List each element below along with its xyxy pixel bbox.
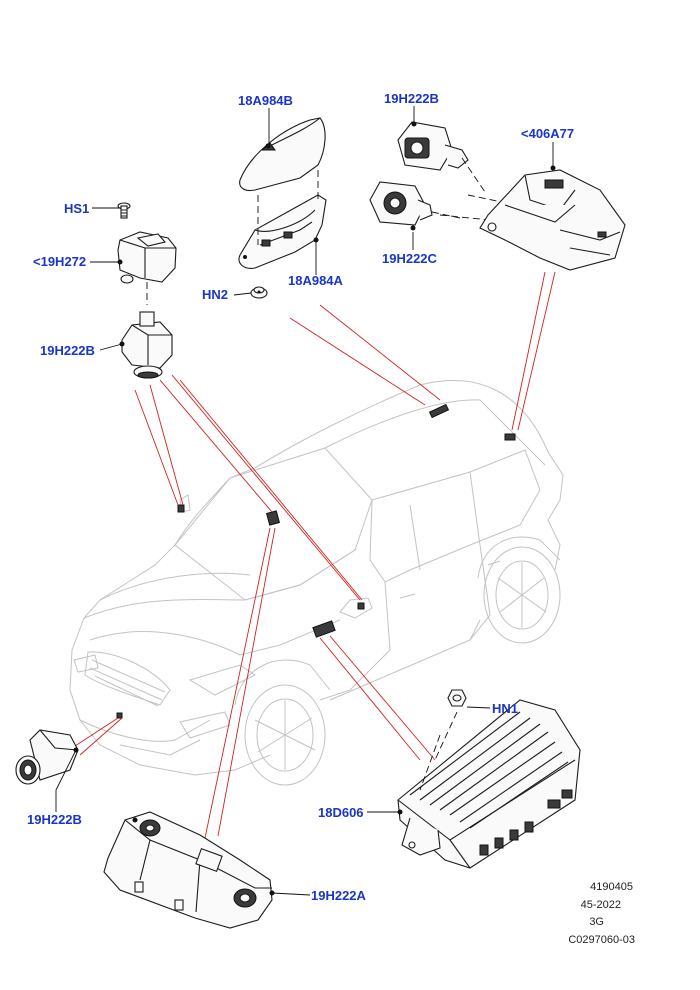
drawing-date-code: 45-2022 <box>581 899 621 911</box>
camera-bracket-406a77 <box>479 165 626 271</box>
vehicle-outline <box>69 380 564 786</box>
callout-18a984b: 18A984B <box>238 93 293 108</box>
camera-19h222b-middle <box>119 311 173 379</box>
location-leader-lines <box>71 271 556 839</box>
camera-19h222c <box>369 181 433 231</box>
nut-hn2 <box>250 286 268 299</box>
drawing-number: 4190405 <box>590 881 633 893</box>
callout-19h222b-top: 19H222B <box>384 91 439 106</box>
camera-19h222b-bottom <box>15 729 79 785</box>
callout-leaders <box>55 106 554 896</box>
antenna-fin-cover-18a984b <box>239 117 326 192</box>
callout-19h272: <19H272 <box>33 254 86 269</box>
callout-hn2: HN2 <box>202 287 228 302</box>
drawing-reference: C0297060-03 <box>568 934 635 946</box>
callout-hn1: HN1 <box>492 701 518 716</box>
drawing-revision: 3G <box>589 916 604 928</box>
camera-19h222b-top <box>397 121 469 171</box>
vehicle-component-marks <box>116 403 516 719</box>
callout-406a77: <406A77 <box>521 126 574 141</box>
antenna-base-18a984a <box>238 194 327 269</box>
callout-18a984a: 18A984A <box>288 273 344 288</box>
screw-hs1 <box>117 202 131 219</box>
control-module-18d606 <box>397 699 581 869</box>
callout-19h222b-bottom: 19H222B <box>27 812 82 827</box>
nut-hn1 <box>447 689 467 707</box>
camera-bracket-19h272 <box>117 231 177 284</box>
callout-hs1: HS1 <box>64 201 89 216</box>
callout-19h222b-middle: 19H222B <box>40 343 95 358</box>
callout-18d606: 18D606 <box>318 805 364 820</box>
callout-19h222c: 19H222C <box>382 251 438 266</box>
callout-19h222a: 19H222A <box>311 888 367 903</box>
camera-bracket-19h222a <box>103 811 275 929</box>
